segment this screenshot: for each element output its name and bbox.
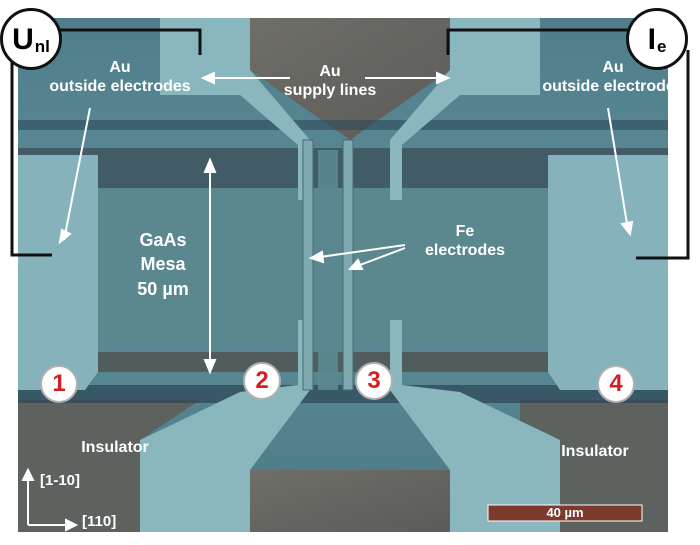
label-insulator-left: Insulator — [81, 439, 149, 456]
current-symbol: I — [647, 23, 656, 56]
arrowhead-mesa-bottom — [203, 359, 217, 375]
label-gaas-line3: 50 µm — [137, 278, 189, 299]
au-supply-line-bottom-right — [390, 320, 560, 532]
label-gaas-line2: Mesa — [140, 254, 186, 275]
arrow-fe-1 — [312, 244, 406, 259]
insulator-bottom-center — [250, 470, 450, 532]
axis-label-horizontal: [110] — [82, 513, 117, 530]
wire-left-lower — [10, 50, 52, 257]
scalebar-label: 40 µm — [546, 505, 584, 520]
voltmeter-subscript: nl — [34, 37, 50, 56]
mesa-edge-top-shine — [18, 120, 668, 130]
scalebar — [487, 504, 643, 522]
label-gaas-line1: GaAs — [139, 230, 187, 250]
label-gaas-mesa: GaAs Mesa 50 µm — [118, 228, 208, 301]
arrow-outside-right — [607, 107, 629, 231]
label-insulator-right: Insulator — [561, 443, 629, 460]
label-au-outside-right-line2: outside electrodes — [542, 78, 684, 96]
au-supply-line-bottom-left — [140, 320, 310, 532]
label-au-outside-left-line2: outside electrodes — [49, 78, 191, 96]
fe-electrode-center — [318, 150, 338, 390]
arrowhead-supply-right — [436, 71, 451, 85]
insulator-bottom-left — [18, 400, 200, 532]
label-fe-line1: Fe — [455, 223, 475, 240]
wire-right-lower — [636, 50, 690, 260]
axis-horizontal-arrowhead — [65, 518, 79, 532]
au-supply-line-top-right — [390, 18, 540, 200]
label-au-supply: Au supply lines — [270, 62, 390, 100]
axis-label-vertical: [1-10] — [40, 472, 81, 489]
arrowhead-supply-left — [200, 71, 215, 85]
mesa-edge-bottom-band — [18, 385, 668, 403]
contact-number-3: 3 — [355, 362, 393, 400]
fe-electrode-left — [302, 139, 314, 391]
contact-number-1: 1 — [40, 365, 78, 403]
insulator-top — [250, 18, 450, 140]
arrowhead-mesa-top — [203, 157, 217, 173]
label-au-supply-line1: Au — [319, 63, 341, 80]
wire-left — [40, 28, 202, 55]
annotation-arrows — [21, 71, 634, 532]
current-subscript: e — [656, 37, 667, 56]
au-supply-line-top-left — [160, 18, 310, 200]
fe-electrode-right — [342, 139, 354, 391]
voltmeter-symbol: U — [12, 23, 34, 56]
arrow-outside-left — [63, 107, 91, 241]
label-fe-line2: electrodes — [424, 242, 506, 260]
arrowhead-outside-right — [620, 220, 634, 237]
contact-number-2: 2 — [243, 362, 281, 400]
arrowhead-outside-left — [58, 228, 72, 245]
label-au-outside-right-line1: Au — [602, 59, 624, 76]
contact-number-4: 4 — [597, 365, 635, 403]
label-au-outside-right: Au outside electrodes — [528, 58, 698, 96]
au-outside-electrode-left — [18, 155, 98, 390]
label-au-supply-line2: supply lines — [283, 82, 377, 100]
wire-right — [446, 28, 628, 55]
axis-vertical-arrowhead — [21, 467, 35, 481]
arrowhead-fe-1 — [308, 250, 325, 264]
label-au-outside-left: Au outside electrodes — [35, 58, 205, 96]
label-fe-electrodes: Fe electrodes — [410, 222, 520, 260]
au-outside-electrode-right — [548, 155, 668, 390]
label-au-outside-left-line1: Au — [109, 59, 131, 76]
arrowhead-fe-2 — [347, 258, 364, 270]
